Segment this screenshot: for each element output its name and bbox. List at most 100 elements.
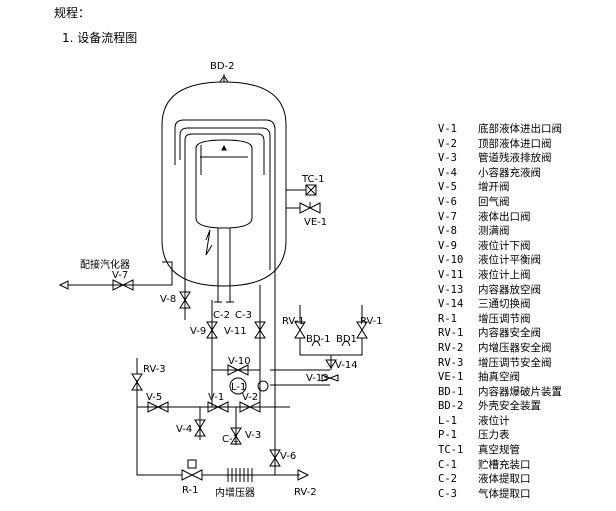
legend-desc: 增压调节阀	[478, 312, 531, 325]
legend-desc: 气体提取口	[478, 487, 531, 500]
legend-desc: 增开阀	[478, 181, 510, 194]
v1-label: V-1	[208, 392, 224, 403]
pressure-build-loop: RV-3 R-1 内增压器 RV-2	[131, 358, 317, 499]
c2-label: C-2	[213, 310, 230, 321]
legend-code: V-6	[438, 195, 457, 208]
legend-desc: 液位计下阀	[478, 239, 531, 252]
legend-code: V-1	[438, 123, 457, 135]
legend-row: P-1 压力表	[438, 428, 562, 443]
legend-code: V-14	[438, 298, 464, 311]
legend-row: V-6 回气阀	[438, 195, 562, 210]
legend-row: BD-1 内容器爆破片装置	[438, 385, 562, 400]
ve1-label: VE-1	[304, 217, 327, 228]
legend-row: L-1 液位计	[438, 414, 562, 429]
legend-desc: 内容器爆破片装置	[478, 385, 562, 398]
legend-code: TC-1	[438, 444, 464, 457]
legend-desc: 液位计平衡阀	[478, 254, 541, 267]
legend-desc: 回气阀	[478, 195, 510, 208]
rv1a-label: RV-1	[282, 316, 305, 327]
legend-desc: 底部液体进出口阀	[478, 123, 562, 135]
c1-label: C-1	[222, 434, 239, 445]
legend-code: V-2	[438, 137, 457, 150]
legend-code: V-5	[438, 181, 457, 194]
level-gauge-lines: V-9 V-11 V-10 L-1	[190, 285, 269, 395]
c3-label: C-3	[235, 310, 252, 321]
outer-vessel: BD-2	[161, 61, 287, 287]
legend-code: V-4	[438, 166, 457, 179]
bottom-piping: V-1 V-2 V-3 C-1 V-4 V-5	[146, 390, 290, 445]
legend-desc: 三通切换阀	[478, 298, 531, 311]
legend-desc: 液位计上阀	[478, 268, 531, 281]
v6-line: V-6	[269, 275, 296, 475]
legend-row: V-5 增开阀	[438, 180, 562, 195]
legend-row: V-11 液位计上阀	[438, 268, 562, 283]
legend-code: RV-2	[438, 341, 464, 354]
legend-code: BD-2	[438, 400, 464, 413]
v13-label: V-13	[306, 373, 329, 384]
legend-desc: 外壳安全装置	[478, 400, 541, 413]
legend-desc: 管道残液排放阀	[478, 152, 552, 165]
page-title: 规程：	[54, 6, 91, 20]
tc1-label: TC-1	[301, 174, 324, 185]
v7-label: V-7	[112, 270, 128, 281]
section-heading: 1. 设备流程图	[62, 31, 138, 45]
vaporizer-label: 配接汽化器	[80, 258, 130, 271]
legend-desc: 贮槽充装口	[478, 458, 531, 471]
legend-code: V-11	[438, 268, 464, 281]
legend-row: V-14 三通切换阀	[438, 297, 562, 312]
legend-row: TC-1 真空规管	[438, 443, 562, 458]
v9-label: V-9	[190, 326, 206, 337]
legend-row: R-1 增压调节阀	[438, 312, 562, 327]
vaporizer-line: 配接汽化器 V-7	[58, 258, 173, 291]
bd1b-label: BD1	[336, 334, 357, 345]
legend-desc: 增压调节安全阀	[478, 356, 552, 369]
legend-row: BD-2 外壳安全装置	[438, 399, 562, 414]
v2-label: V-2	[242, 392, 258, 403]
legend-code: P-1	[438, 429, 457, 442]
legend-desc: 压力表	[478, 429, 510, 442]
legend-row: C-3 气体提取口	[438, 487, 562, 502]
v11-label: V-11	[224, 326, 247, 337]
legend-code: C-3	[438, 487, 457, 500]
v14-label: V-14	[335, 360, 358, 371]
v4-label: V-4	[176, 424, 192, 435]
internal-piping	[174, 119, 276, 275]
rv2-label: RV-2	[294, 487, 317, 498]
r1-label: R-1	[182, 485, 199, 496]
v6-label: V-6	[280, 451, 296, 462]
relief-manifold: V-13 V-14 RV-1 RV-1 BD-1 BD1	[270, 305, 383, 386]
legend-code: R-1	[438, 312, 457, 325]
legend-row: RV-3 增压调节安全阀	[438, 356, 562, 371]
legend-desc: 液体提取口	[478, 473, 531, 486]
legend-code: RV-3	[438, 356, 464, 369]
legend-code: BD-1	[438, 385, 464, 398]
legend-desc: 液位计	[478, 414, 510, 427]
c2-c3-ports: C-2 C-3	[213, 228, 252, 321]
rv1b-label: RV-1	[360, 316, 383, 327]
l1-label: L-1	[231, 382, 246, 393]
legend-row: V-2 顶部液体进口阀	[438, 137, 562, 152]
v3-label: V-3	[245, 430, 261, 441]
legend-code: L-1	[438, 414, 457, 427]
v10-label: V-10	[228, 356, 251, 367]
legend-desc: 测满阀	[478, 225, 510, 238]
legend-desc: 抽真空阀	[478, 371, 520, 384]
legend-desc: 真空规管	[478, 444, 520, 457]
v8-label: V-8	[160, 294, 176, 305]
legend-desc: 液体出口阀	[478, 210, 531, 223]
tc1-ve1: TC-1 VE-1	[286, 174, 327, 228]
legend-code: V-7	[438, 210, 457, 223]
legend-row: V-1 底部液体进出口阀	[438, 122, 562, 137]
legend-desc: 顶部液体进口阀	[478, 137, 552, 150]
